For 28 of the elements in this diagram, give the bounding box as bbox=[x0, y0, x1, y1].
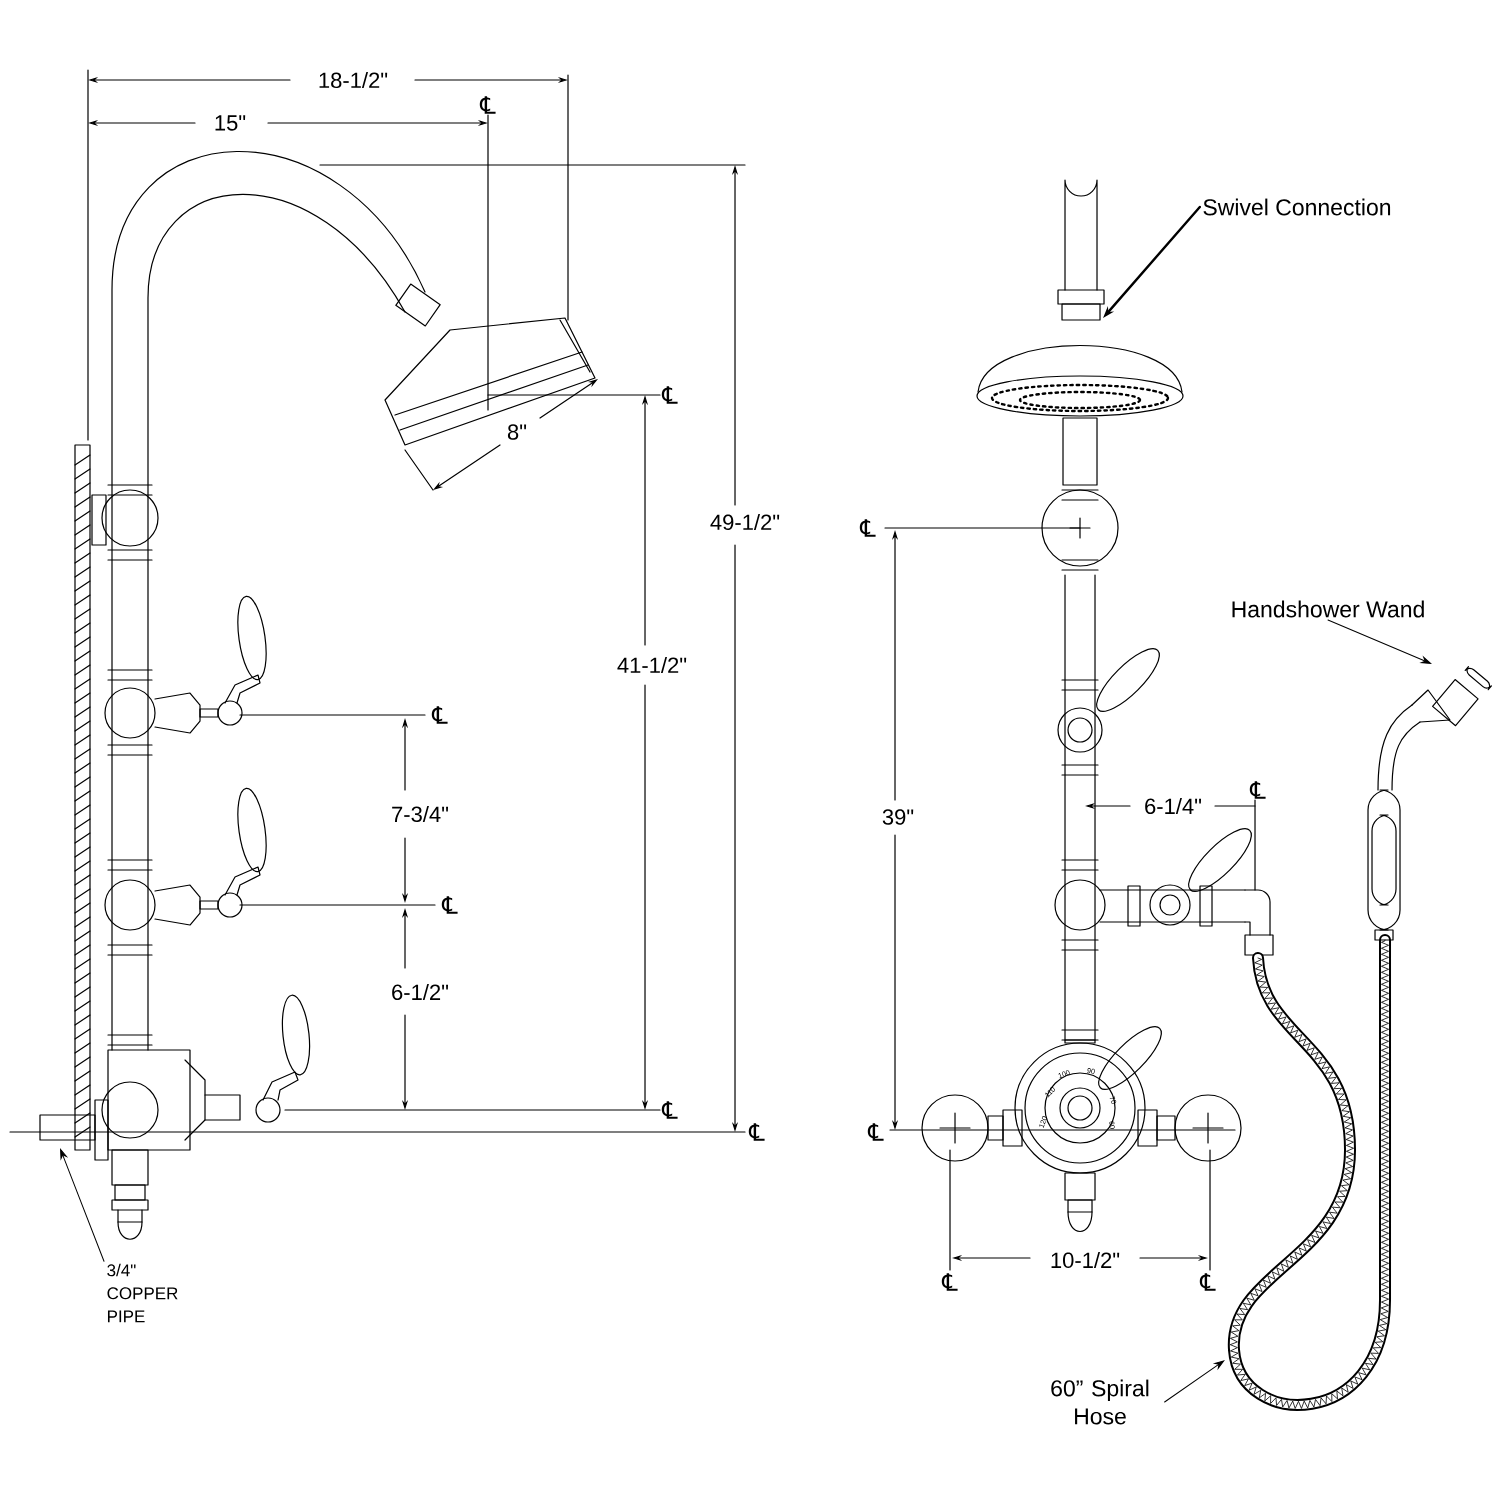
dimension-label: 18-1/2" bbox=[319, 71, 388, 89]
centerline-symbol: ℄ bbox=[431, 706, 448, 724]
centerline-symbol: ℄ bbox=[748, 1123, 765, 1141]
centerline-symbol: ℄ bbox=[859, 519, 876, 537]
centerline-symbol: ℄ bbox=[867, 1123, 884, 1141]
dimension-label: 15" bbox=[215, 115, 246, 131]
centerline-symbol: ℄ bbox=[661, 1101, 678, 1119]
callout-text: 60” Spiral Hose bbox=[1051, 1379, 1149, 1425]
centerline-symbol: ℄ bbox=[1249, 781, 1266, 799]
dimension-label: 8" bbox=[507, 424, 527, 440]
leader-arrow bbox=[1327, 619, 1432, 664]
dimension-label: 10-1/2" bbox=[1051, 1251, 1120, 1269]
leader-arrow bbox=[1164, 1360, 1225, 1403]
dimension-label: 6-1/2" bbox=[392, 983, 449, 1001]
centerline-symbol: ℄ bbox=[941, 1273, 958, 1291]
centerline-symbol: ℄ bbox=[441, 896, 458, 914]
dimension-label: 7-3/4" bbox=[392, 805, 449, 823]
dimension-label: 49-1/2" bbox=[710, 513, 780, 531]
callout-text: Swivel Connection bbox=[1203, 198, 1391, 216]
leader-arrow bbox=[60, 1149, 105, 1262]
centerline-symbol: ℄ bbox=[479, 96, 496, 114]
callout-text: 3/4" COPPER PIPE bbox=[107, 1263, 178, 1323]
dimension-label: 41-1/2" bbox=[617, 656, 687, 674]
callout-text: Handshower Wand bbox=[1232, 600, 1424, 618]
dimension-label: 6-1/4" bbox=[1145, 797, 1202, 815]
centerline-symbol: ℄ bbox=[661, 386, 678, 404]
dimension-label: 39" bbox=[882, 809, 914, 825]
centerline-symbol: ℄ bbox=[1199, 1273, 1216, 1291]
